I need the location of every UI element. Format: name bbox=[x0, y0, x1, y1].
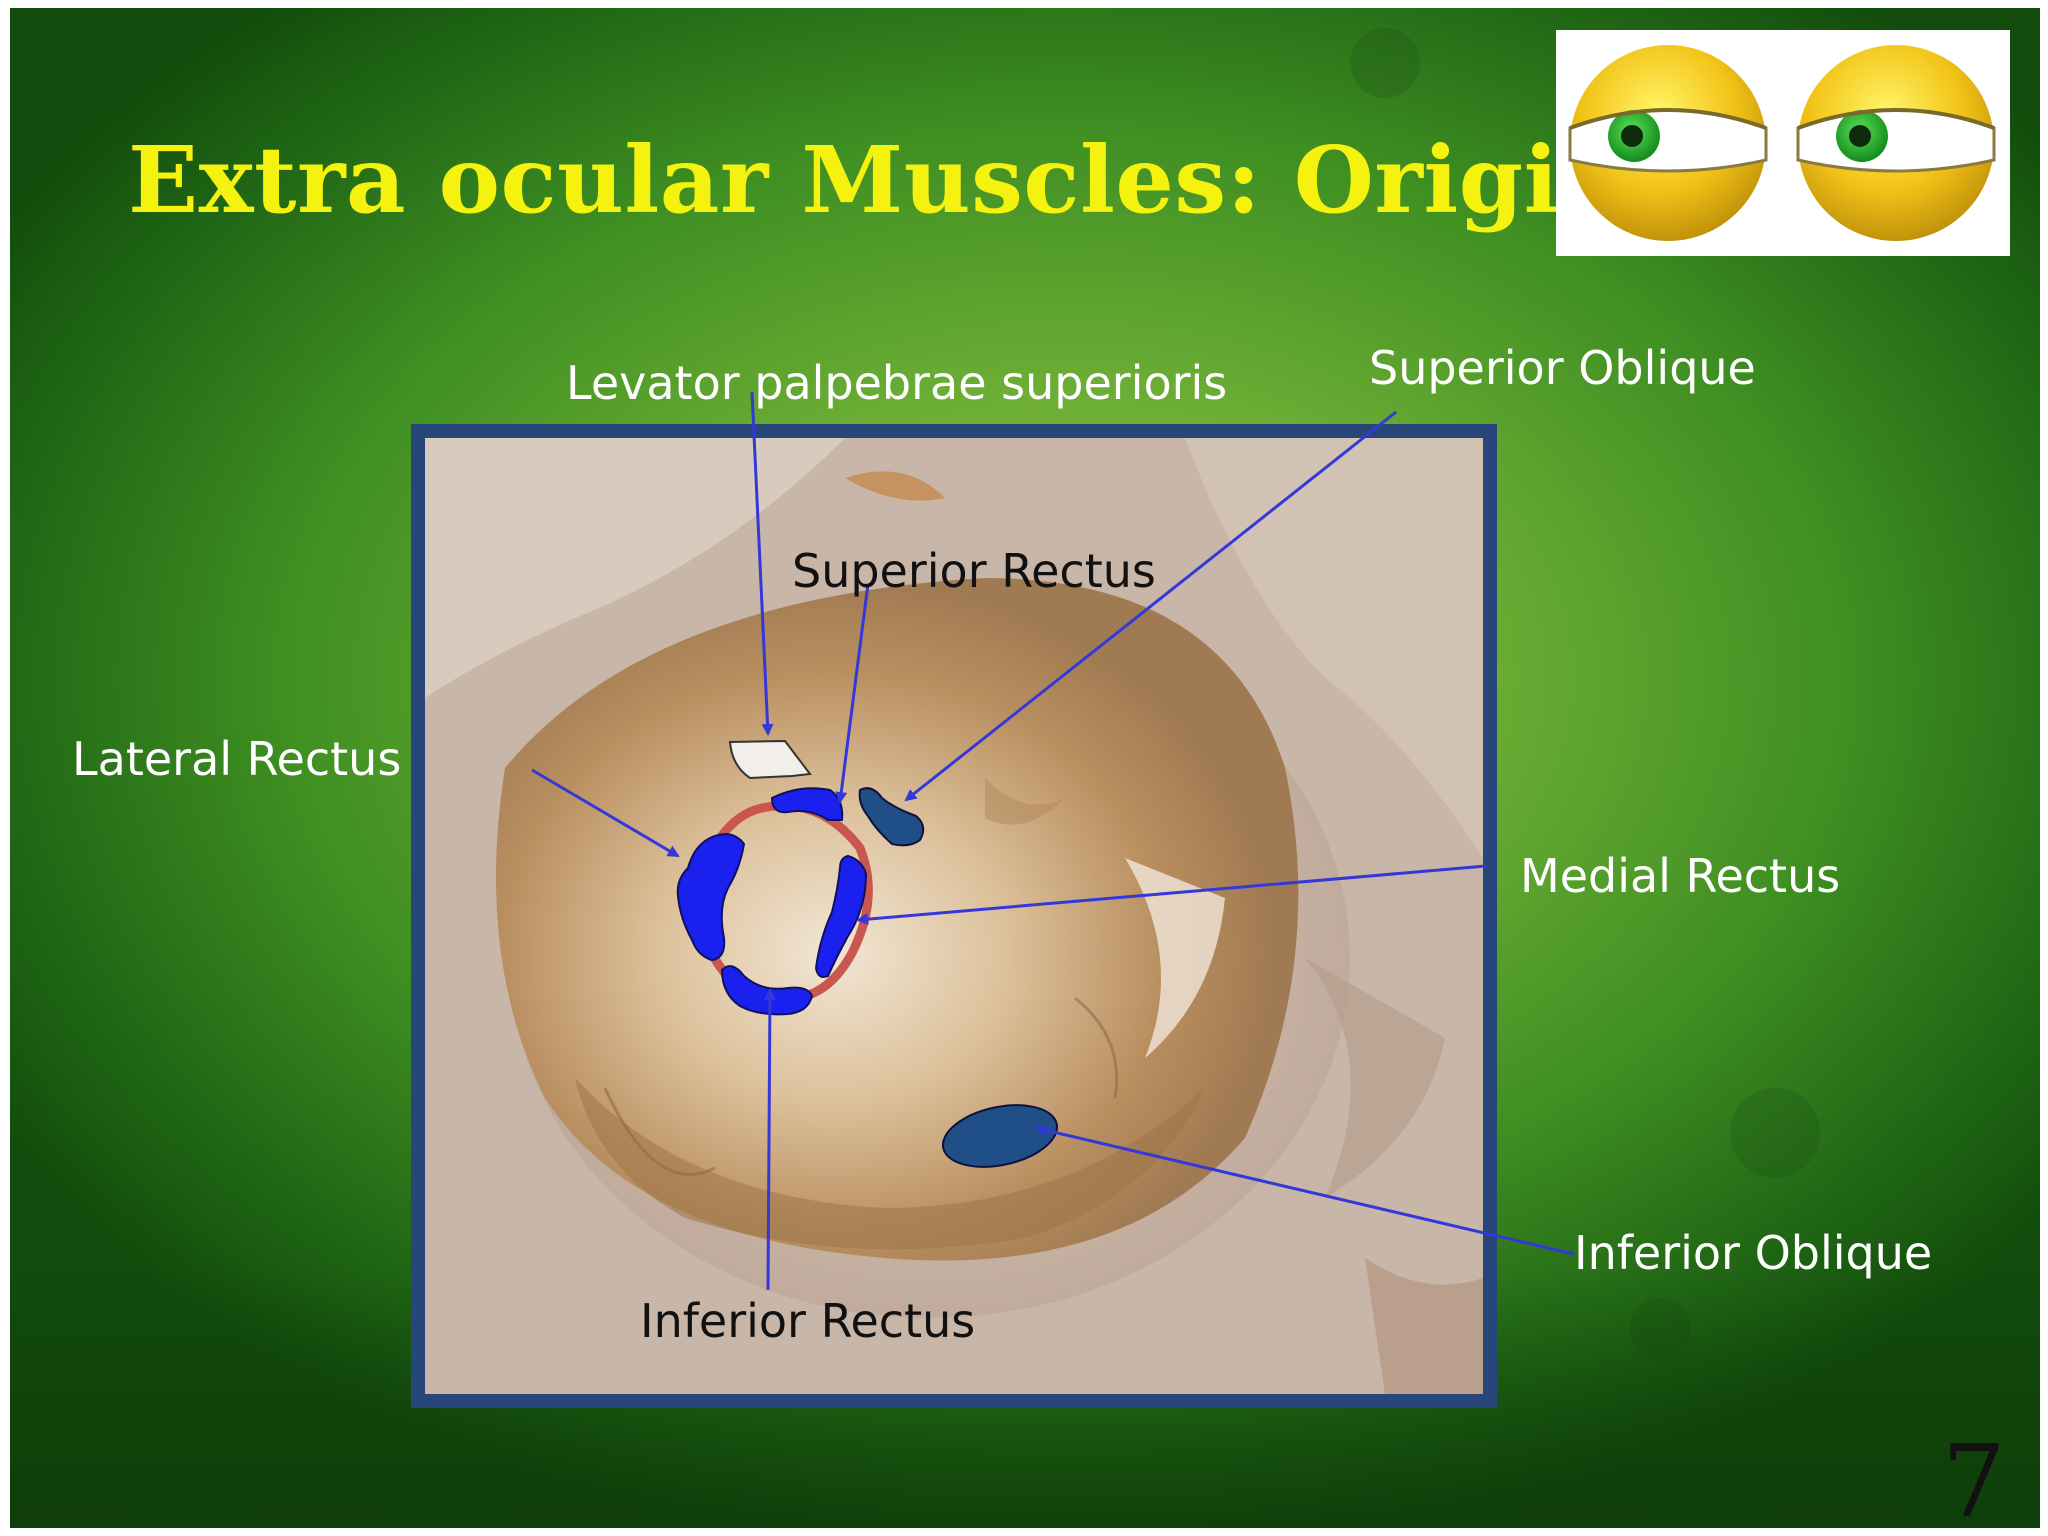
orbit-photo bbox=[425, 438, 1483, 1394]
slide-title: Extra ocular Muscles: Origin bbox=[128, 126, 1627, 234]
superior-oblique-pointer bbox=[904, 410, 1397, 802]
medial-rectus-shape bbox=[814, 854, 868, 978]
left-eye-icon bbox=[1568, 45, 1768, 241]
background-decoration bbox=[1730, 1088, 1820, 1178]
label-lateral-rectus: Lateral Rectus bbox=[72, 732, 402, 786]
levator-muscle-shape bbox=[728, 739, 812, 780]
superior-oblique-shape bbox=[858, 787, 925, 847]
label-inferior-oblique: Inferior Oblique bbox=[1574, 1226, 1933, 1280]
slide: Extra ocular Muscles: Origin bbox=[10, 8, 2040, 1528]
page-number: 7 bbox=[1942, 1423, 2006, 1529]
label-levator-palpebrae-superioris: Levator palpebrae superioris bbox=[566, 356, 1228, 410]
inferior-oblique-shape bbox=[941, 1104, 1059, 1168]
label-medial-rectus: Medial Rectus bbox=[1520, 849, 1841, 903]
levator-pointer bbox=[750, 391, 774, 736]
label-inferior-rectus: Inferior Rectus bbox=[640, 1294, 976, 1348]
label-superior-oblique: Superior Oblique bbox=[1369, 341, 1756, 395]
medial-rectus-pointer bbox=[856, 864, 1487, 926]
inferior-rectus-pointer bbox=[763, 988, 776, 1291]
label-superior-rectus: Superior Rectus bbox=[792, 544, 1156, 598]
superior-rectus-shape bbox=[770, 787, 844, 821]
cartoon-eyes-icon bbox=[1556, 30, 2010, 256]
lateral-rectus-pointer bbox=[531, 768, 680, 858]
inferior-rectus-shape bbox=[720, 965, 814, 1016]
superior-rectus-pointer bbox=[835, 583, 870, 804]
background-decoration bbox=[1630, 1298, 1690, 1358]
inferior-oblique-pointer bbox=[1034, 1124, 1575, 1256]
lateral-rectus-shape bbox=[676, 833, 746, 962]
annotation-layer bbox=[531, 391, 1575, 1291]
orbit-image-frame bbox=[411, 424, 1497, 1408]
right-eye-icon bbox=[1796, 45, 1996, 241]
background-decoration bbox=[1350, 28, 1420, 98]
